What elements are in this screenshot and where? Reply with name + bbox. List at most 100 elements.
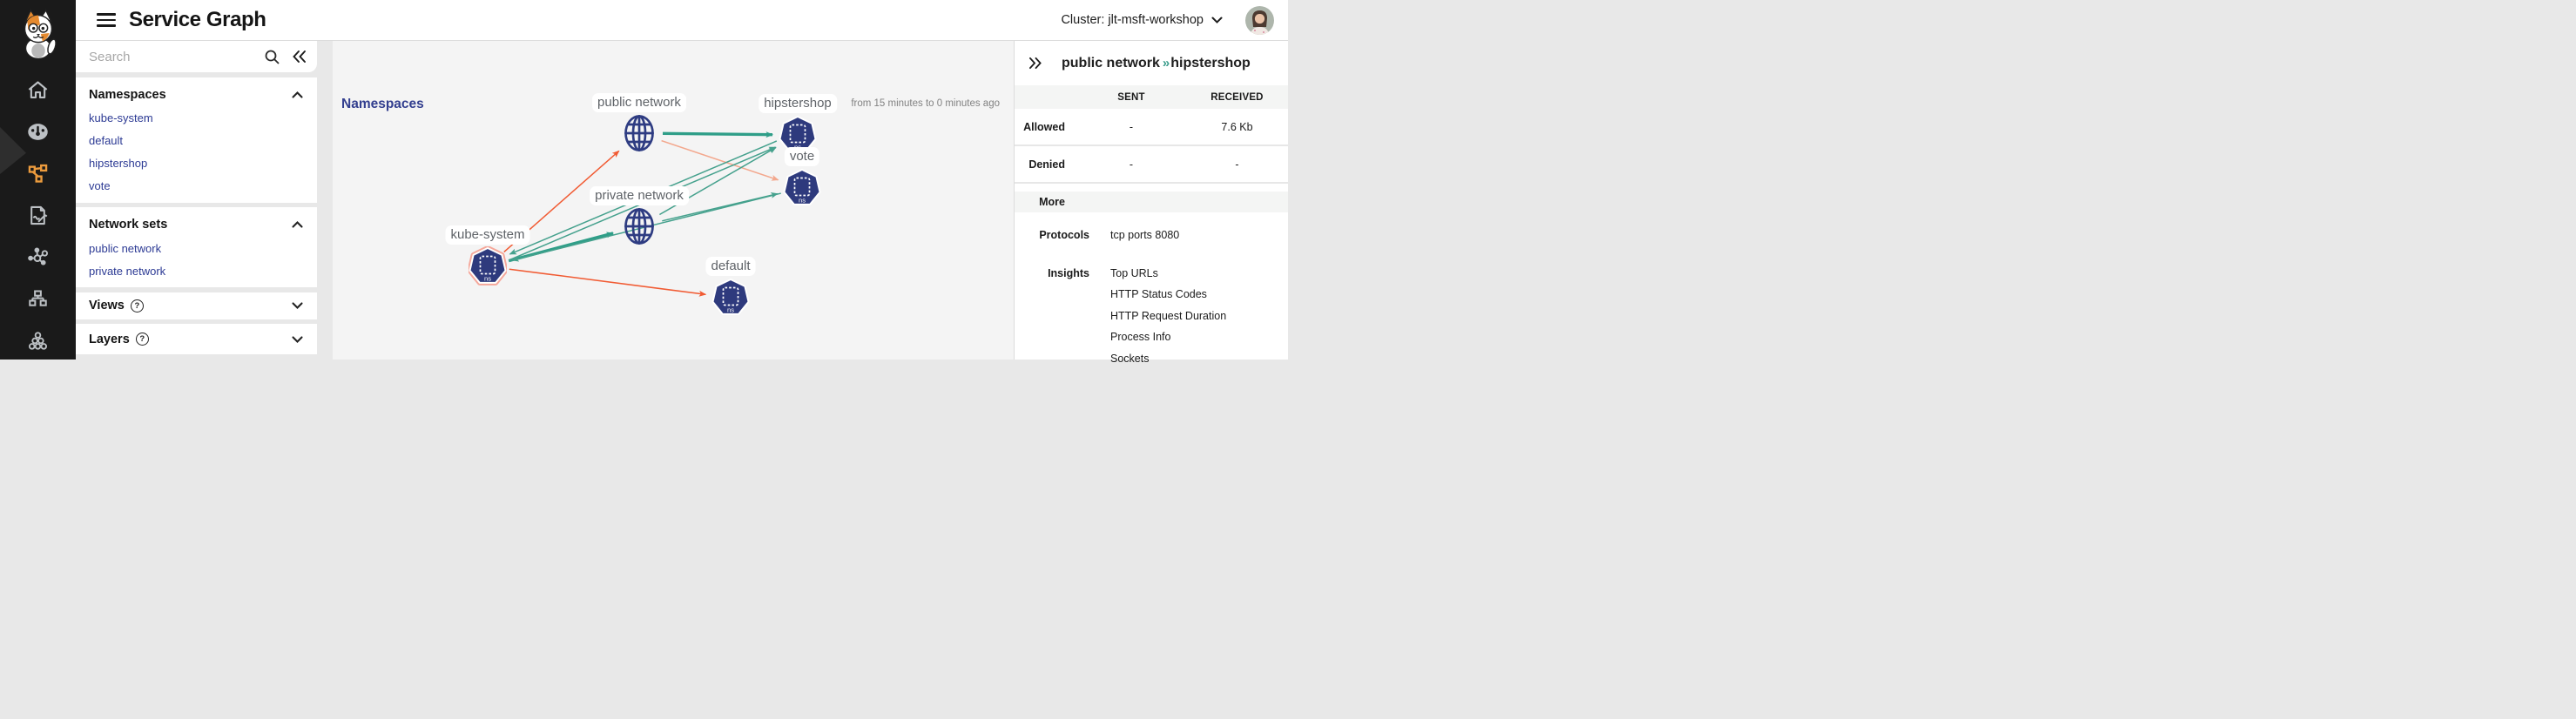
table-row-denied: Denied - -	[1015, 146, 1288, 184]
namespace-hexagon-icon: ns	[783, 169, 821, 205]
user-avatar[interactable]	[1245, 5, 1274, 35]
rail-item-service-graph[interactable]	[0, 152, 76, 194]
table-row-allowed: Allowed - 7.6 Kb	[1015, 109, 1288, 146]
insight-http-request-duration[interactable]: HTTP Request Duration	[1110, 309, 1227, 322]
sidebar-item-default[interactable]: default	[89, 134, 124, 148]
panel-header: public network»hipstershop	[1015, 41, 1288, 85]
more-section-header[interactable]: More	[1015, 192, 1288, 212]
traffic-table-header: SENT RECEIVED	[1015, 85, 1288, 109]
column-header-sent: SENT	[1117, 91, 1145, 103]
chevron-up-icon	[292, 91, 303, 98]
more-label: More	[1039, 196, 1065, 208]
views-section-header[interactable]: Views ?	[89, 292, 303, 319]
help-icon[interactable]: ?	[130, 299, 144, 312]
graph-node-label: private network	[590, 186, 689, 205]
dashboard-gauge-icon	[28, 123, 48, 140]
denied-received-value: -	[1235, 158, 1239, 171]
protocols-label: Protocols	[1039, 229, 1089, 241]
insight-sockets[interactable]: Sockets	[1110, 352, 1150, 365]
sidebar-item-kube-system[interactable]: kube-system	[89, 111, 153, 125]
breadcrumb-source[interactable]: public network	[1062, 55, 1160, 71]
cluster-selector[interactable]: Cluster: jlt-msft-workshop	[1061, 13, 1223, 27]
layers-section-header[interactable]: Layers ?	[89, 324, 303, 354]
sidebar-item-public-network[interactable]: public network	[89, 241, 162, 255]
network-globe-icon	[624, 115, 654, 151]
cluster-selector-label: Cluster: jlt-msft-workshop	[1061, 13, 1204, 27]
insights-detail: Insights Top URLs HTTP Status Codes HTTP…	[1015, 267, 1288, 374]
svg-text:ns: ns	[484, 275, 491, 283]
row-label: Denied	[1028, 158, 1065, 171]
graph-node-hipstershop[interactable]: ns hipstershop	[759, 94, 837, 155]
breadcrumb-separator-icon: »	[1162, 55, 1170, 71]
hamburger-menu-icon[interactable]	[97, 10, 116, 30]
breadcrumb: public network»hipstershop	[1062, 56, 1251, 71]
sidebar-section-namespaces: Namespaces kube-system default hipstersh…	[76, 77, 317, 203]
chevron-down-icon	[1211, 17, 1223, 24]
rail-item-tree-view[interactable]	[0, 278, 76, 319]
svg-text:ns: ns	[727, 306, 734, 314]
graph-time-range: from 15 minutes to 0 minutes ago	[851, 98, 1000, 109]
protocols-detail: Protocols tcp ports 8080	[1015, 229, 1288, 251]
tree-view-icon	[29, 289, 47, 306]
calico-cat-logo[interactable]	[10, 4, 67, 60]
namespaces-section-header[interactable]: Namespaces	[89, 83, 303, 107]
service-graph-icon	[28, 164, 48, 183]
sidebar-item-private-network[interactable]: private network	[89, 264, 166, 278]
sidebar-search	[76, 41, 317, 73]
help-icon[interactable]: ?	[135, 333, 149, 346]
search-input[interactable]	[89, 49, 264, 64]
views-section-title: Views	[89, 299, 125, 313]
namespaces-section-title: Namespaces	[89, 87, 166, 102]
chevron-down-icon	[292, 336, 303, 343]
column-header-received: RECEIVED	[1210, 91, 1264, 103]
graph-node-label: public network	[592, 93, 686, 112]
graph-node-kube-system[interactable]: ns kube-system	[445, 225, 530, 286]
graph-edge[interactable]	[509, 268, 707, 297]
sidebar-section-network-sets: Network sets public network private netw…	[76, 207, 317, 288]
insights-label: Insights	[1048, 266, 1089, 279]
rail-item-home[interactable]	[0, 69, 76, 111]
insight-http-status-codes[interactable]: HTTP Status Codes	[1110, 288, 1207, 300]
sidebar: Namespaces kube-system default hipstersh…	[76, 41, 333, 360]
denied-sent-value: -	[1129, 158, 1134, 171]
graph-node-default[interactable]: ns default	[705, 257, 756, 318]
network-sets-section-title: Network sets	[89, 218, 168, 232]
graph-edge[interactable]	[662, 131, 774, 138]
sidebar-section-views: Views ?	[76, 292, 317, 319]
insight-process-info[interactable]: Process Info	[1110, 331, 1171, 343]
layers-section-title: Layers	[89, 332, 130, 346]
sidebar-item-vote[interactable]: vote	[89, 179, 111, 193]
expand-panel-icon[interactable]	[1028, 57, 1042, 70]
rail-item-dashboard[interactable]	[0, 111, 76, 152]
graph-node-vote[interactable]: ns vote	[783, 147, 821, 208]
graph-node-private-network[interactable]: private network	[590, 186, 689, 245]
protocols-value: tcp ports 8080	[1110, 229, 1180, 241]
svg-text:ns: ns	[799, 197, 806, 205]
chevron-up-icon	[292, 221, 303, 228]
service-graph-app: Service Graph Cluster: jlt-msft-workshop	[0, 0, 1288, 365]
graph-node-label: default	[705, 257, 756, 276]
namespace-hexagon-icon: ns	[711, 279, 750, 315]
rail-item-clusters[interactable]	[0, 319, 76, 361]
search-icon[interactable]	[264, 49, 280, 65]
sidebar-section-layers: Layers ?	[76, 324, 317, 355]
insight-top-urls[interactable]: Top URLs	[1110, 266, 1158, 279]
clusters-icon	[28, 331, 48, 350]
graph-canvas[interactable]: Namespaces from 15 minutes to 0 minutes …	[333, 41, 1014, 360]
graph-edge[interactable]	[661, 139, 779, 181]
graph-node-public-network[interactable]: public network	[592, 93, 686, 152]
breadcrumb-target[interactable]: hipstershop	[1170, 55, 1251, 71]
rail-item-flow-visualizations[interactable]	[0, 236, 76, 278]
reports-icon	[30, 205, 48, 225]
collapse-sidebar-icon[interactable]	[292, 50, 307, 64]
traffic-table: SENT RECEIVED Allowed - 7.6 Kb Denied - …	[1015, 85, 1288, 184]
network-sets-section-header[interactable]: Network sets	[89, 212, 303, 237]
namespace-hexagon-icon: ns	[469, 246, 507, 286]
rail-item-reports[interactable]	[0, 194, 76, 236]
sidebar-item-hipstershop[interactable]: hipstershop	[89, 157, 148, 171]
home-icon	[28, 80, 48, 98]
chevron-down-icon	[292, 302, 303, 310]
graph-node-label: vote	[784, 147, 820, 166]
details-panel: public network»hipstershop SENT RECEIVED…	[1014, 41, 1288, 365]
flow-molecule-icon	[28, 247, 49, 265]
